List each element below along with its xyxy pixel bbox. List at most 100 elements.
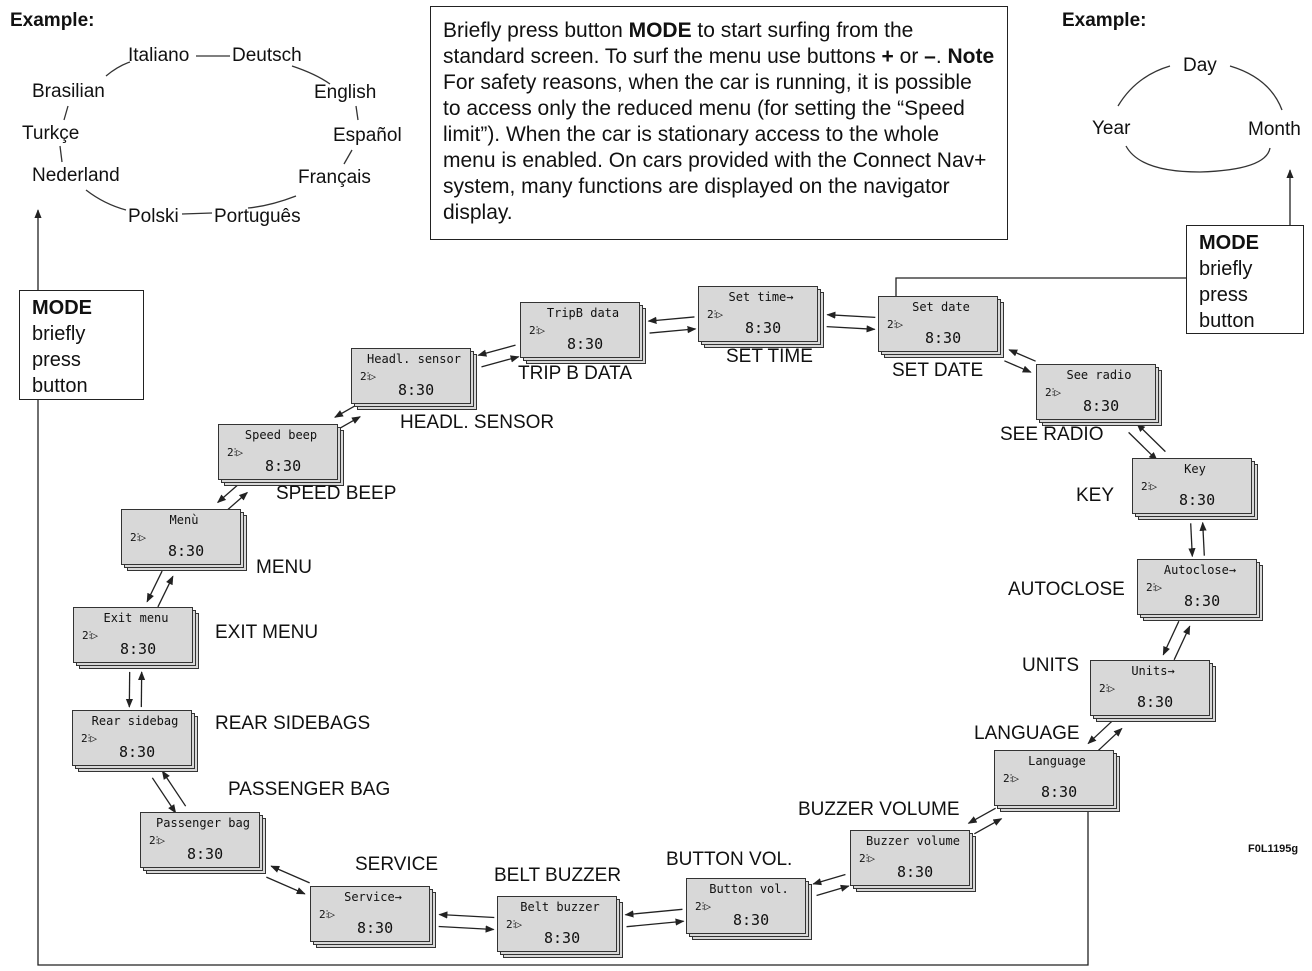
left-example-title: Example: <box>10 10 95 31</box>
screen-title: Language <box>1028 754 1086 768</box>
gear-indicator-icon: 2⫶▷ <box>506 918 522 931</box>
language-italiano: Italiano <box>128 45 190 66</box>
next-arrow <box>225 491 248 513</box>
label-see-radio: SEE RADIO <box>1000 424 1104 445</box>
gear-indicator-icon: 2⫶▷ <box>149 834 165 847</box>
language-english: English <box>314 82 377 103</box>
gear-indicator-icon: 2⫶▷ <box>130 531 146 544</box>
previous-arrow <box>1095 727 1123 753</box>
note-text-2: to start surfing from the standard scree… <box>443 19 914 68</box>
next-arrow <box>1162 620 1180 656</box>
screen-clock: 8:30 <box>897 863 934 881</box>
previous-arrow <box>146 570 163 603</box>
screen-clock: 8:30 <box>187 845 224 863</box>
language-portugues: Português <box>214 206 301 227</box>
previous-arrow <box>334 405 355 418</box>
language-espanol: Español <box>333 125 402 146</box>
gear-indicator-icon: 2⫶▷ <box>1099 682 1115 695</box>
previous-arrow <box>826 311 876 319</box>
language-polski: Polski <box>128 206 179 227</box>
screen-clock: 8:30 <box>1137 693 1174 711</box>
mode-box-right: MODE briefly press button <box>1186 225 1304 334</box>
label-exit-menu: EXIT MENU <box>215 622 319 643</box>
instructions-box: Briefly press button MODE to start surfi… <box>430 6 1008 240</box>
label-rear-sidebags: REAR SIDEBAGS <box>215 713 371 734</box>
note-plus: + <box>881 45 894 68</box>
label-set-time: SET TIME <box>726 346 813 367</box>
screen-title: Exit menu <box>103 611 169 625</box>
gear-indicator-icon: 2⫶▷ <box>695 900 711 913</box>
next-arrow <box>1087 719 1115 745</box>
label-headl-sensor: HEADL. SENSOR <box>400 412 555 433</box>
screen-clock: 8:30 <box>567 335 604 353</box>
screen-face: Button vol.2⫶▷8:30 <box>686 878 806 934</box>
date-ellipse <box>1117 65 1283 173</box>
previous-arrow <box>1173 625 1191 661</box>
next-arrow <box>812 873 846 886</box>
next-arrow <box>157 575 174 608</box>
date-year: Year <box>1092 118 1131 139</box>
mode-box-left-line1: briefly <box>32 323 86 345</box>
label-passenger-bag: PASSENGER BAG <box>228 779 391 800</box>
screen-title: Speed beep <box>244 428 318 442</box>
language-deutsch: Deutsch <box>232 45 302 66</box>
previous-arrow <box>266 876 306 895</box>
screen-title: Buzzer volume <box>866 834 960 848</box>
screen-title: Rear sidebag <box>91 714 179 728</box>
screen-title: Button vol. <box>709 882 789 896</box>
next-arrow <box>967 807 996 824</box>
gear-indicator-icon: 2⫶▷ <box>707 308 723 321</box>
submenu-arrow-icon: → <box>1228 563 1237 577</box>
next-arrow <box>1004 360 1032 373</box>
right-example-title: Example: <box>1062 10 1147 31</box>
label-autoclose: AUTOCLOSE <box>1008 579 1125 600</box>
note-text-3: . <box>935 45 948 68</box>
screen-clock: 8:30 <box>119 743 156 761</box>
note-minus: – <box>924 45 936 68</box>
next-arrow <box>161 770 187 807</box>
language-nederland: Nederland <box>32 165 120 186</box>
label-speed-beep: SPEED BEEP <box>276 483 397 504</box>
mode-box-right-title: MODE <box>1199 232 1259 254</box>
previous-arrow <box>974 818 1003 835</box>
figure-code: F0L1195g <box>1248 843 1299 855</box>
next-arrow <box>1128 431 1158 461</box>
language-brasilian: Brasilian <box>32 81 105 102</box>
next-arrow <box>340 416 361 429</box>
screen-face: Autoclose→2⫶▷8:30 <box>1137 559 1257 615</box>
screen-service: Service→2⫶▷8:30 <box>310 886 436 948</box>
language-francais: Français <box>298 167 371 188</box>
label-units: UNITS <box>1022 655 1079 676</box>
screen-clock: 8:30 <box>357 919 394 937</box>
screen-autoclose: Autoclose→2⫶▷8:30 <box>1137 559 1263 621</box>
gear-indicator-icon: 2⫶▷ <box>82 629 98 642</box>
screen-title: Autoclose→ <box>1163 563 1237 577</box>
label-service: SERVICE <box>355 854 439 875</box>
screen-clock: 8:30 <box>745 319 782 337</box>
screen-clock: 8:30 <box>265 457 302 475</box>
note-text-4: For safety reasons, when the car is runn… <box>443 71 987 224</box>
mode-links <box>34 169 1294 966</box>
gear-indicator-icon: 2⫶▷ <box>1045 386 1061 399</box>
screen-clock: 8:30 <box>1083 397 1120 415</box>
screen-button-vol: Button vol.2⫶▷8:30 <box>686 878 812 940</box>
screen-clock: 8:30 <box>1041 783 1078 801</box>
previous-arrow <box>151 777 177 814</box>
label-key: KEY <box>1076 485 1115 506</box>
language-turkce: Turkçe <box>22 123 80 144</box>
gear-indicator-icon: 2⫶▷ <box>887 318 903 331</box>
cycle-arrows <box>125 311 1207 933</box>
gear-indicator-icon: 2⫶▷ <box>227 446 243 459</box>
